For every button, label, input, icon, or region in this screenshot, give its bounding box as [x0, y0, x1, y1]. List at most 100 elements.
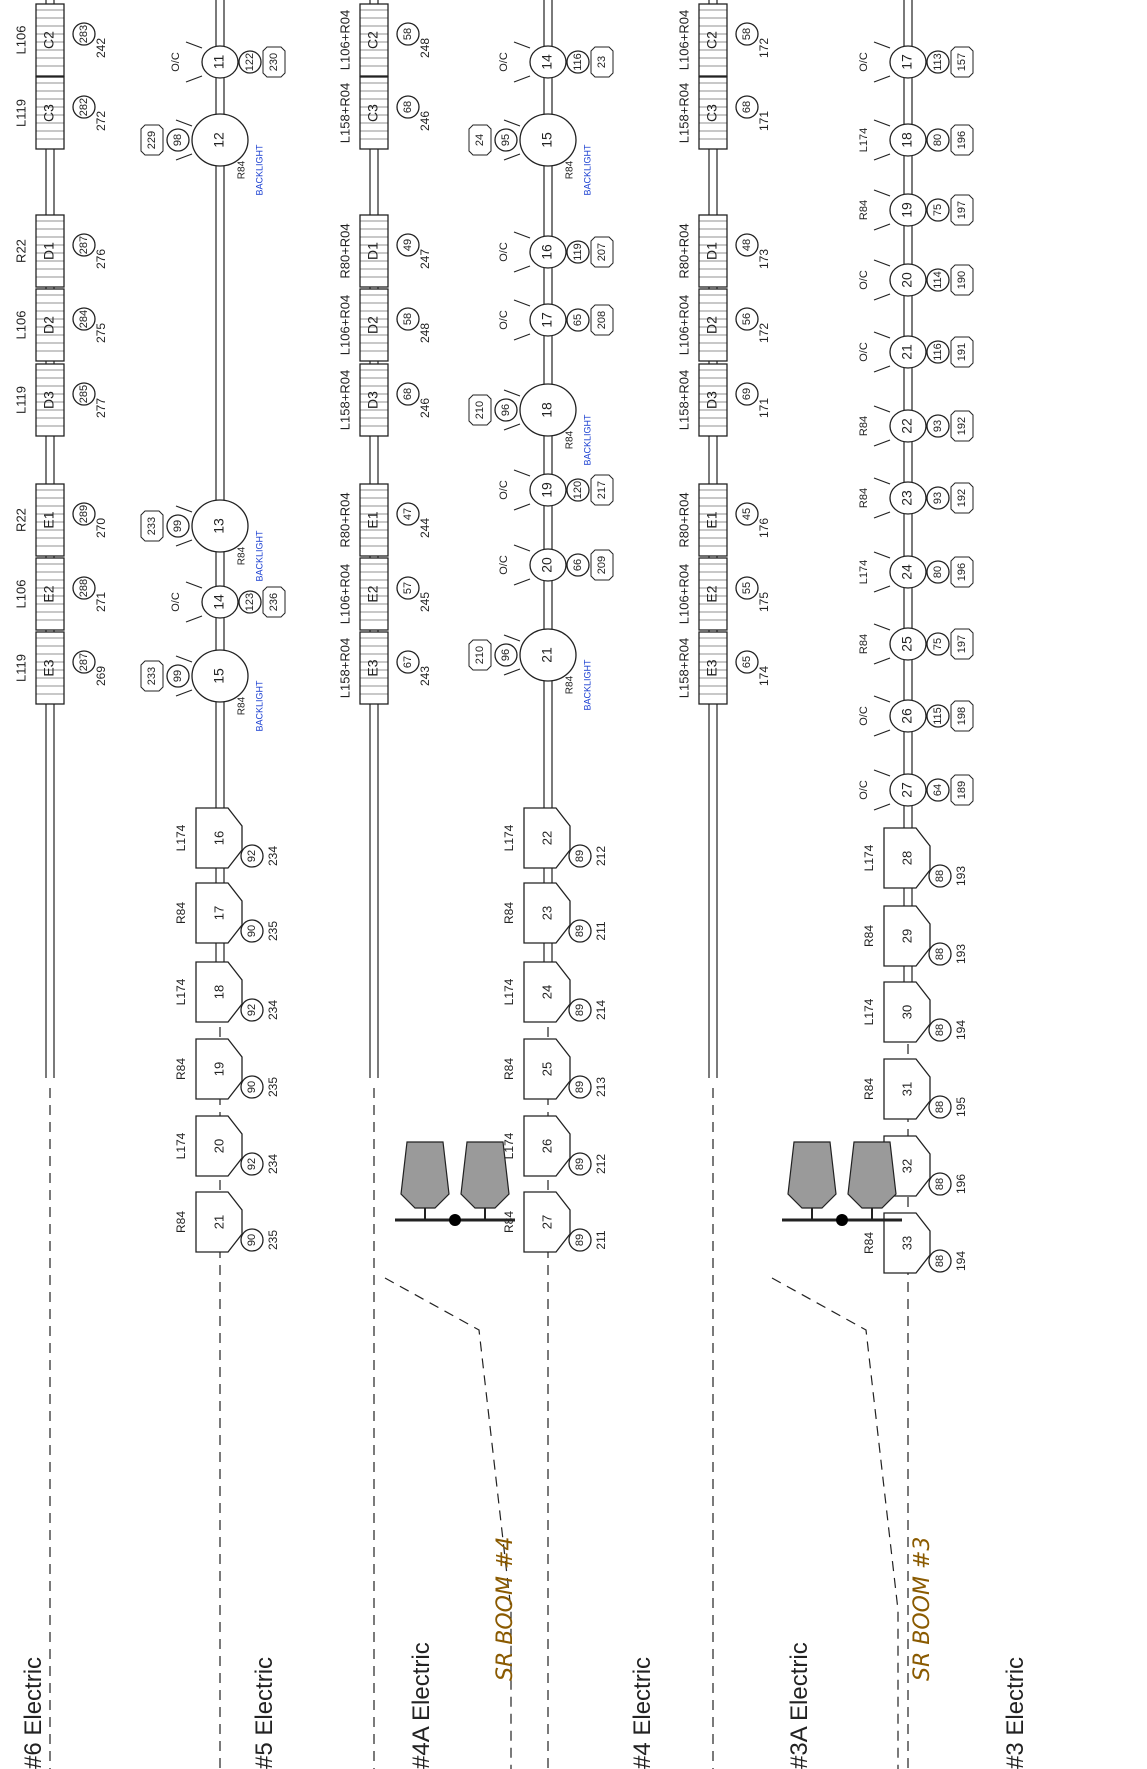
- c4a-f7-ch: 67: [402, 656, 414, 668]
- c5-f4-ch: 99: [172, 670, 184, 682]
- c4-f12-num: 26: [539, 1139, 554, 1153]
- c4-f8-dmx: 212: [594, 846, 608, 866]
- c5-f8-type: R84: [174, 1058, 188, 1080]
- c3-f10-body: [889, 773, 927, 807]
- c3-f3-dmx: 190: [956, 271, 968, 289]
- c4-f4-ch-circle: [494, 398, 518, 422]
- c3-f15-dmx: 196: [954, 1174, 968, 1194]
- c3-f7-ch-circle: [926, 560, 950, 584]
- circuit-label-4: #4 Electric: [629, 1656, 656, 1769]
- circuit-label-3: #3 Electric: [1002, 1656, 1029, 1769]
- c5-f3-dmx: 236: [268, 593, 280, 611]
- c3-f14-num: 31: [899, 1082, 914, 1096]
- c4-f13-ch-circle: [568, 1228, 592, 1252]
- c6-f3-ch-circle: [72, 307, 96, 331]
- c5-f1-dmx-box: [140, 124, 164, 156]
- c4-f4-body: [519, 383, 577, 437]
- c6-f6-body: [35, 557, 65, 631]
- c5-f8-ch-circle: [240, 1075, 264, 1099]
- c4-f2-dmx: 207: [596, 243, 608, 261]
- c3a-f0-ch: 58: [741, 28, 753, 40]
- c3-f13-num: 30: [899, 1005, 914, 1019]
- c4-f7-num: 21: [539, 647, 555, 663]
- c3a-f7-ch: 65: [741, 656, 753, 668]
- c3a-f3-ch-circle: [735, 307, 759, 331]
- c4-f1-dmx-box: [468, 124, 492, 156]
- c3-f12-num: 29: [899, 929, 914, 943]
- c3-f2-dmx-box: [950, 194, 974, 226]
- c3a-f5-type: R80+R04: [676, 492, 691, 547]
- c6-f1-type: L119: [13, 99, 28, 127]
- c4-f5-dmx: 217: [596, 481, 608, 499]
- c6-f0-ch: 283: [78, 25, 90, 43]
- c5-f2-note: BACKLIGHT: [254, 530, 264, 582]
- c5-f8-body: [195, 1038, 243, 1100]
- c5-f3-body: [201, 585, 239, 619]
- c3-f0-ch-circle: [926, 50, 950, 74]
- boom-b4-lamp-0: [400, 1141, 450, 1209]
- c4-f6-yoke-b: [513, 578, 531, 586]
- c6-f3-body: [35, 288, 65, 362]
- c6-f3-dmx: 275: [94, 323, 108, 343]
- c6-f4-ch: 285: [78, 385, 90, 403]
- c4a-f3-body: [359, 288, 389, 362]
- c5-f9-ch: 92: [246, 1158, 258, 1170]
- c5-f0-note: O/C: [170, 52, 182, 72]
- c4-f11-body: [523, 1038, 571, 1100]
- circuit-label-6: #6 Electric: [20, 1656, 47, 1769]
- c5-f1-type: R84: [237, 160, 248, 179]
- c3a-f6-ch-circle: [735, 576, 759, 600]
- c3-f0-num: 17: [899, 54, 915, 70]
- c4-f4-num: 18: [539, 402, 555, 418]
- c4-f0-yoke-a: [513, 41, 531, 49]
- c3-f5-body: [889, 409, 927, 443]
- c5-f5-body: [195, 807, 243, 869]
- c3a-f6-pan: E2: [704, 585, 720, 602]
- c3a-f0-ch-circle: [735, 22, 759, 46]
- c4-f3-body: [529, 303, 567, 337]
- boom-b4-lamp-1: [460, 1141, 510, 1209]
- c4-f2-note: O/C: [498, 242, 510, 262]
- c3a-f4-ch-circle: [735, 382, 759, 406]
- c5-f7-dmx: 234: [266, 1000, 280, 1020]
- c4-f12-ch: 89: [574, 1158, 586, 1170]
- c3-f5-yoke-b: [873, 439, 891, 447]
- c4-f5-num: 19: [539, 482, 555, 498]
- c5-f3-yoke-a: [185, 581, 203, 589]
- c3-f9-ch-circle: [926, 704, 950, 728]
- c6-f0-body: [35, 3, 65, 77]
- c5-f7-type: L174: [174, 978, 188, 1005]
- c4-f7-ch: 96: [500, 649, 512, 661]
- c5-f6-body: [195, 882, 243, 944]
- c4-f3-ch-circle: [566, 308, 590, 332]
- c3a-f1-pan: C3: [704, 104, 720, 122]
- c6-f1-ch: 282: [78, 98, 90, 116]
- c3-f13-ch-circle: [928, 1018, 952, 1042]
- c4-f6-dmx: 209: [596, 556, 608, 574]
- c3-f10-num: 27: [899, 782, 915, 798]
- c4a-f4-dmx: 246: [418, 398, 432, 418]
- c3a-f4-body: [698, 363, 728, 437]
- c3-f13-ch: 88: [934, 1024, 946, 1036]
- boom-b4-leader: [384, 1277, 512, 1769]
- c3-f5-ch: 93: [932, 420, 944, 432]
- c3-f5-num: 22: [899, 418, 915, 434]
- c3-f6-note: R84: [858, 488, 870, 508]
- c3-f13-type: L174: [862, 998, 876, 1025]
- c5-f6-dmx: 235: [266, 921, 280, 941]
- c3-f0-yoke-b: [873, 75, 891, 83]
- c4-f1-note: BACKLIGHT: [582, 144, 592, 196]
- c4-f9-ch: 89: [574, 925, 586, 937]
- c4-f11-type: R84: [502, 1058, 516, 1080]
- c3a-f7-body: [698, 631, 728, 705]
- c5-f1-yoke-b: [175, 153, 193, 161]
- c3-f10-yoke-b: [873, 803, 891, 811]
- c5-f7-ch: 92: [246, 1004, 258, 1016]
- c3-f16-dmx: 194: [954, 1251, 968, 1271]
- c6-f5-dmx: 270: [94, 518, 108, 538]
- c5-f10-ch: 90: [246, 1234, 258, 1246]
- c6-f5-ch-circle: [72, 502, 96, 526]
- c3-f16-ch: 88: [934, 1255, 946, 1267]
- c4-f4-note: BACKLIGHT: [582, 414, 592, 466]
